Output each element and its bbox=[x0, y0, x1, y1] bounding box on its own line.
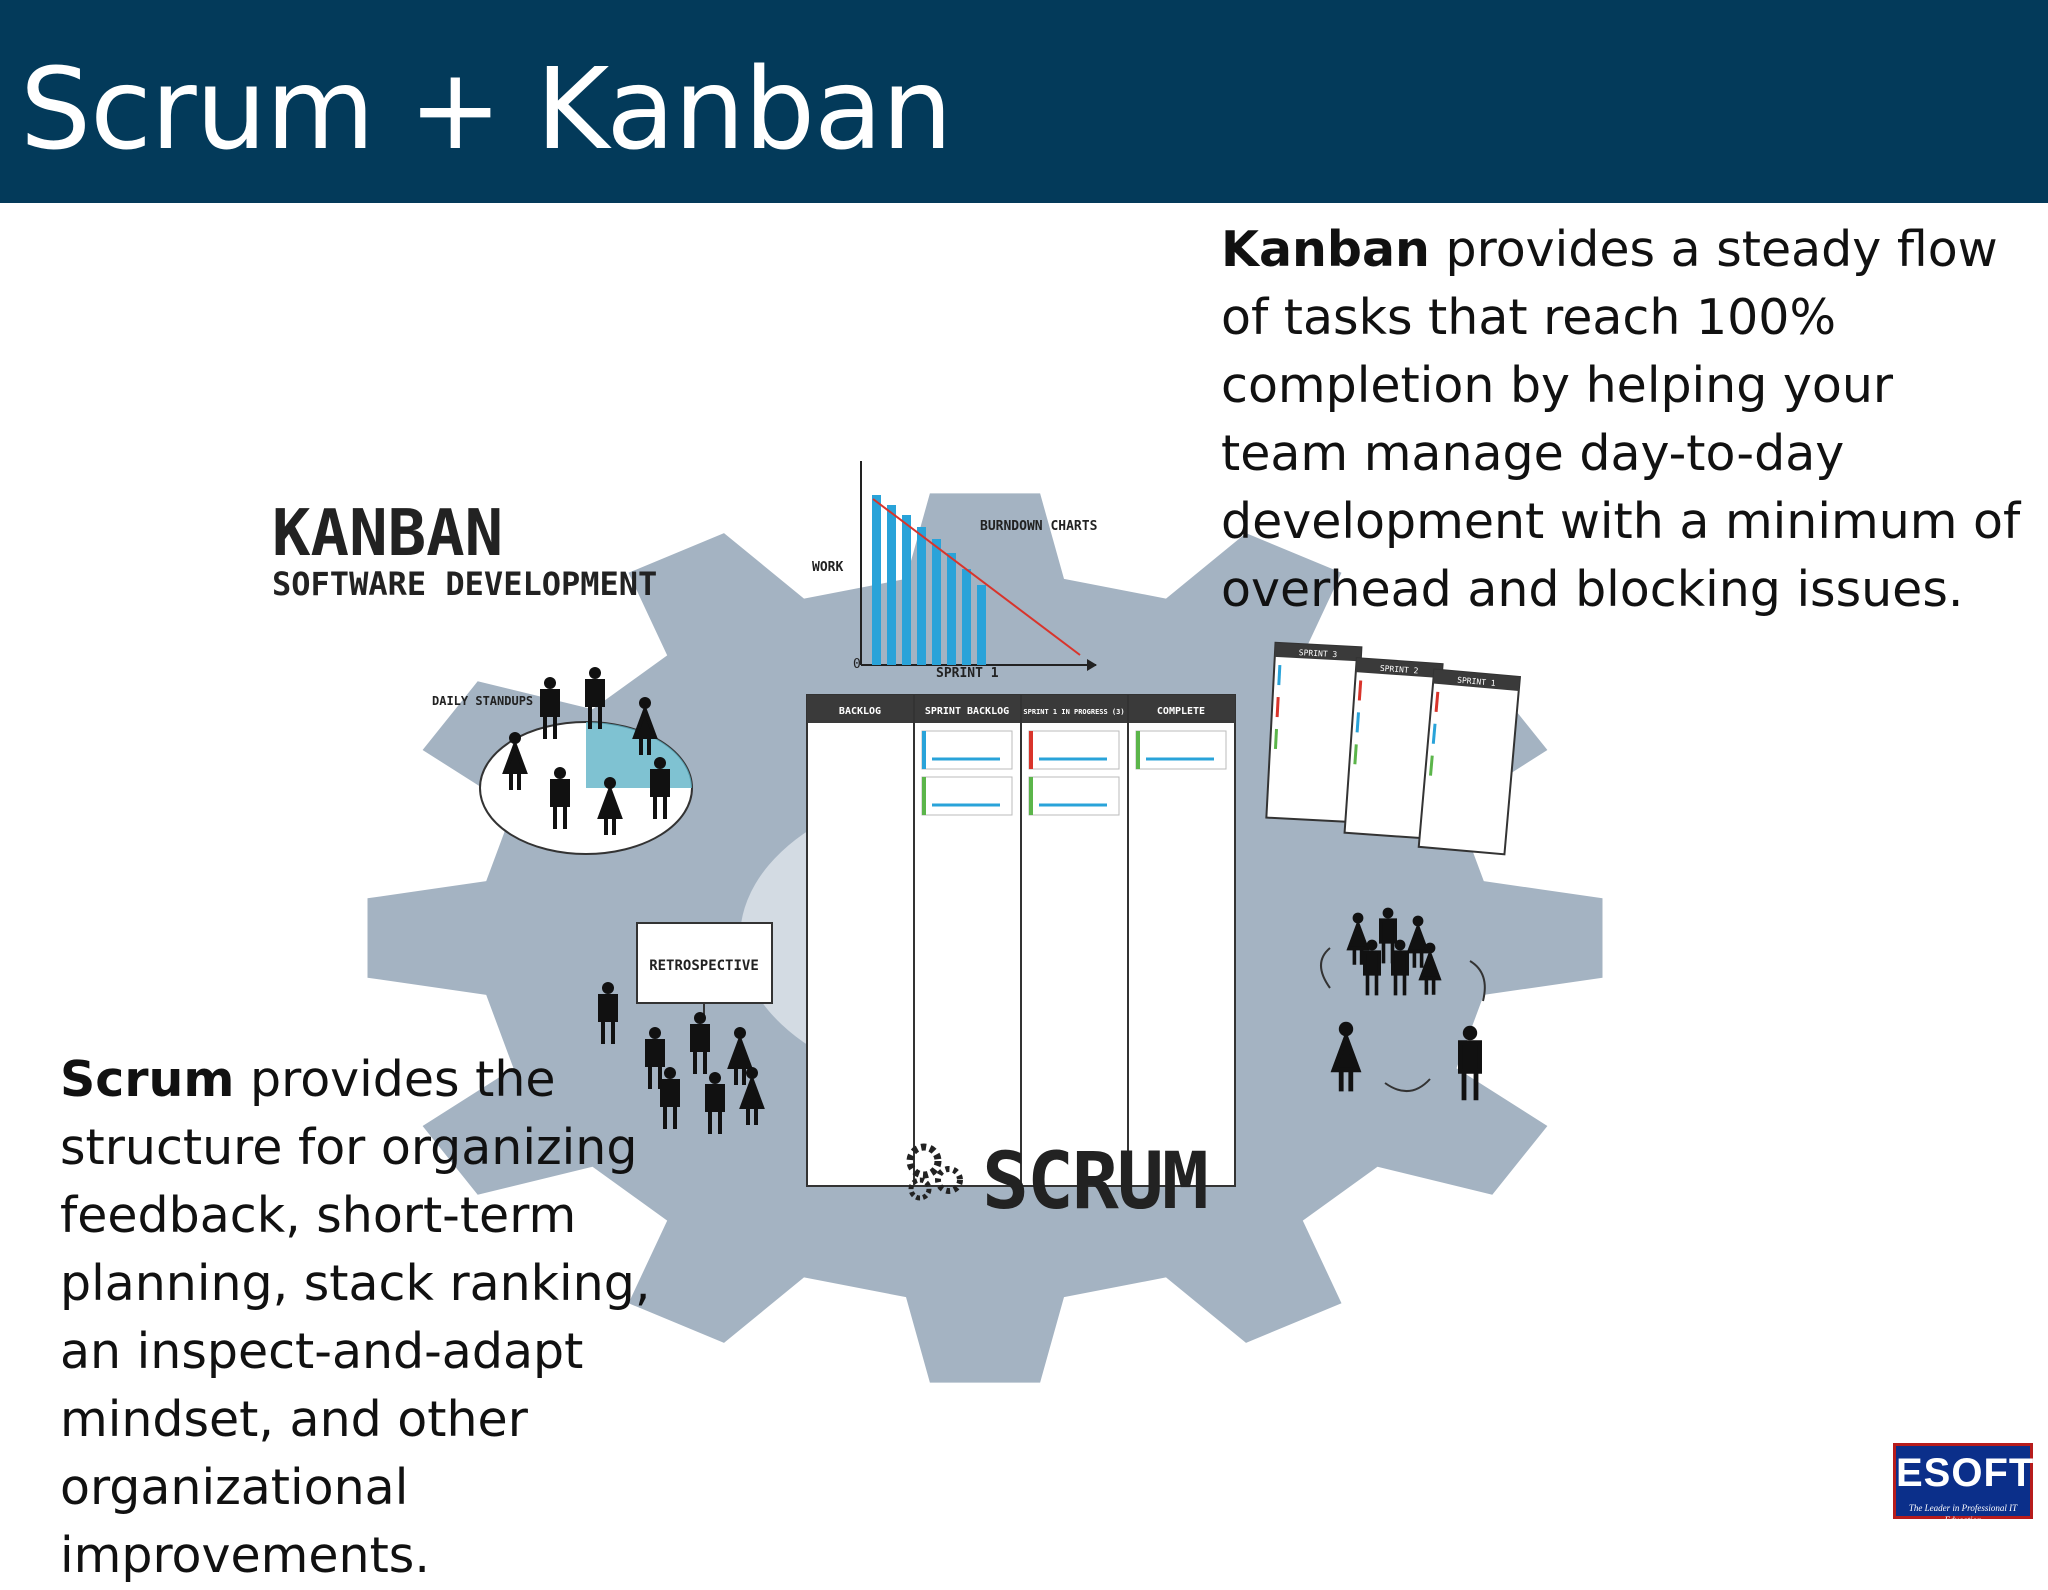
burndown-bar bbox=[902, 515, 911, 665]
person-icon bbox=[739, 1067, 765, 1125]
planning-group bbox=[1320, 907, 1486, 1101]
scrum-kanban-diagram: KANBAN SOFTWARE DEVELOPMENT BURNDOWN CHA… bbox=[0, 203, 2048, 1536]
person-icon bbox=[727, 1027, 753, 1085]
board-column-complete: COMPLETE bbox=[1157, 706, 1205, 717]
burndown-bars bbox=[872, 495, 986, 665]
cycle-arrow-left bbox=[1320, 947, 1331, 989]
person-icon bbox=[597, 777, 623, 835]
kanban-subheading: SOFTWARE DEVELOPMENT bbox=[272, 565, 657, 603]
burndown-bar bbox=[887, 505, 896, 665]
small-gear-icon-3 bbox=[908, 1177, 932, 1201]
burndown-bar bbox=[932, 539, 941, 665]
board-column-in-progress: SPRINT 1 IN PROGRESS (3) bbox=[1023, 708, 1124, 716]
person-icon bbox=[1363, 939, 1381, 996]
burndown-axis-arrow bbox=[1087, 659, 1097, 671]
esoft-logo: ESOFT The Leader in Professional IT Educ… bbox=[1893, 1443, 2035, 1525]
burndown-chart: BURNDOWN CHARTS WORK SPRINT 1 0 bbox=[812, 461, 1098, 681]
burndown-bar bbox=[917, 527, 926, 665]
sprint-card-3-label: SPRINT 3 bbox=[1299, 648, 1338, 659]
burndown-chart-label: BURNDOWN CHARTS bbox=[980, 519, 1098, 534]
kanban-keyword: Kanban bbox=[1221, 221, 1430, 278]
scrum-heading: SCRUM bbox=[982, 1137, 1207, 1227]
kanban-description: Kanban provides a steady flow of tasks t… bbox=[1221, 216, 2031, 624]
burndown-bar bbox=[947, 553, 956, 665]
burndown-bar bbox=[977, 585, 986, 665]
burndown-bar bbox=[872, 495, 881, 665]
board-column-sprint-backlog: SPRINT BACKLOG bbox=[925, 706, 1009, 717]
person-icon bbox=[598, 982, 618, 1044]
scrum-keyword: Scrum bbox=[60, 1051, 235, 1108]
origin-label: 0 bbox=[853, 657, 861, 672]
person-icon bbox=[540, 677, 560, 739]
work-axis-label: WORK bbox=[812, 560, 843, 575]
person-icon bbox=[650, 757, 670, 819]
person-icon bbox=[1346, 912, 1370, 965]
retrospective-group: RETROSPECTIVE bbox=[598, 922, 773, 1134]
slide-title: Scrum + Kanban bbox=[20, 45, 953, 175]
person-icon bbox=[1458, 1025, 1482, 1101]
person-icon bbox=[585, 667, 605, 729]
person-icon bbox=[1330, 1021, 1362, 1092]
kanban-description-text: provides a steady flow of tasks that rea… bbox=[1221, 221, 2021, 618]
person-icon bbox=[1406, 915, 1430, 968]
small-gear-icon-2 bbox=[935, 1166, 963, 1194]
board-column-backlog: BACKLOG bbox=[839, 706, 881, 717]
sprint-cards: SPRINT 3 SPRINT 2 SPRINT 1 bbox=[1265, 641, 1522, 856]
person-icon bbox=[632, 697, 658, 755]
standup-people bbox=[502, 667, 670, 835]
sprint-card-2-label: SPRINT 2 bbox=[1380, 664, 1419, 676]
person-icon bbox=[690, 1012, 710, 1074]
kanban-heading: KANBAN bbox=[272, 497, 503, 571]
burndown-bar bbox=[962, 569, 971, 665]
logo-tagline: The Leader in Professional IT Education bbox=[1908, 1503, 2018, 1525]
sprint-card-1-label: SPRINT 1 bbox=[1457, 676, 1496, 688]
cycle-arrow-right bbox=[1469, 960, 1486, 1002]
person-icon bbox=[550, 767, 570, 829]
diagram-illustration: KANBAN SOFTWARE DEVELOPMENT BURNDOWN CHA… bbox=[272, 461, 1603, 1383]
burndown-trend-line bbox=[872, 498, 1081, 656]
retrospective-label: RETROSPECTIVE bbox=[649, 958, 759, 974]
person-icon bbox=[705, 1072, 725, 1134]
scrum-description: Scrum provides the structure for organiz… bbox=[60, 1046, 720, 1590]
daily-standups-label: DAILY STANDUPS bbox=[432, 694, 533, 708]
person-icon bbox=[645, 1027, 665, 1089]
scrum-label-group: SCRUM bbox=[906, 1137, 1209, 1227]
title-bar: Scrum + Kanban bbox=[0, 0, 2048, 203]
person-icon bbox=[1418, 942, 1442, 995]
person-icon bbox=[502, 732, 528, 790]
sprint-axis-label: SPRINT 1 bbox=[936, 666, 999, 681]
planning-people bbox=[1330, 907, 1482, 1101]
person-icon bbox=[660, 1067, 680, 1129]
cycle-arrow-bottom bbox=[1384, 1078, 1431, 1092]
retrospective-people bbox=[598, 982, 765, 1134]
small-gear-icon bbox=[906, 1143, 942, 1179]
kanban-board: BACKLOG SPRINT BACKLOG SPRINT 1 IN PROGR… bbox=[806, 694, 1236, 1187]
logo-word: ESOFT bbox=[1896, 1451, 2035, 1495]
person-icon bbox=[1391, 939, 1409, 996]
scrum-description-text: provides the structure for organizing fe… bbox=[60, 1051, 651, 1584]
board-task-cards bbox=[921, 730, 1227, 816]
daily-standups-group: DAILY STANDUPS bbox=[432, 667, 693, 855]
